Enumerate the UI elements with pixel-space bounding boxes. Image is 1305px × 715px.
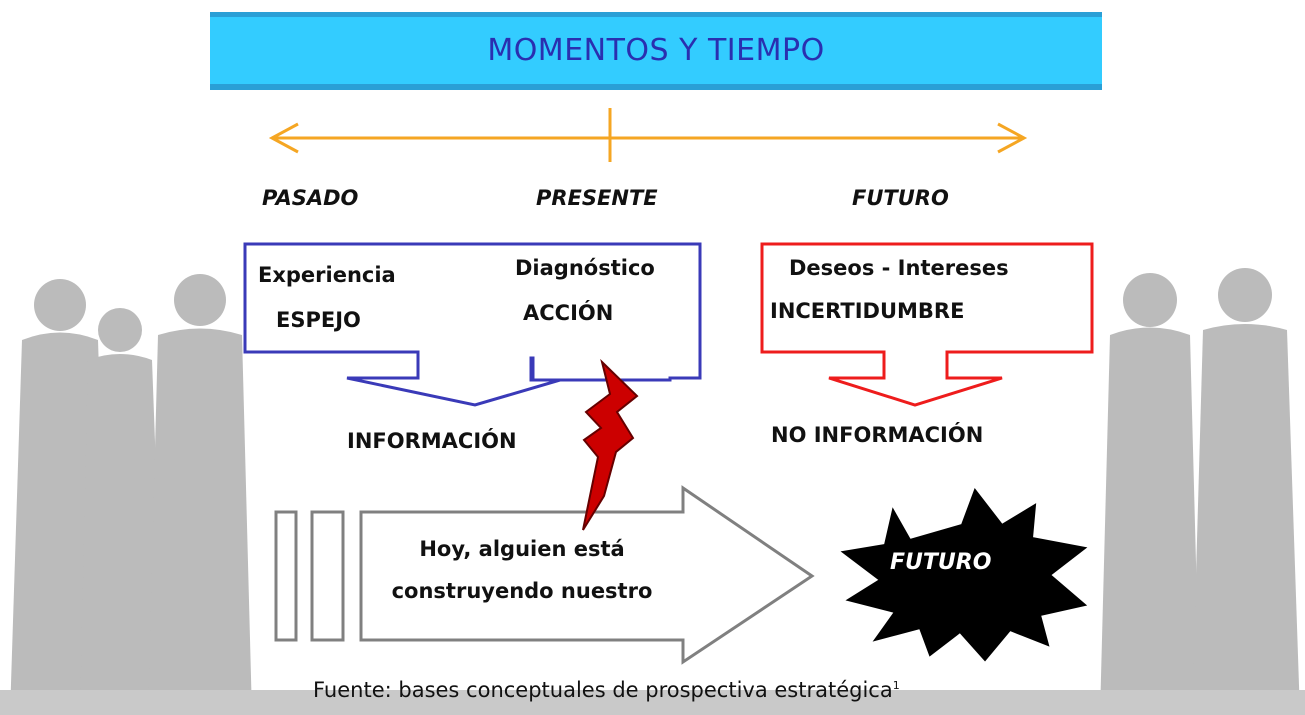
lightning-bolt-icon xyxy=(582,358,639,531)
big-arrow xyxy=(274,485,815,665)
source-footnote: 1 xyxy=(892,679,900,692)
big-arrow-line-2: construyendo nuestro xyxy=(391,579,653,603)
label-present: PRESENTE xyxy=(536,186,658,210)
label-past: PASADO xyxy=(262,186,359,210)
label-uncertainty: INCERTIDUMBRE xyxy=(770,299,965,323)
past-present-box xyxy=(243,242,702,407)
future-box xyxy=(760,242,1094,407)
label-future: FUTURO xyxy=(852,186,949,210)
source-text: Fuente: bases conceptuales de prospectiv… xyxy=(313,678,893,702)
source-caption: Fuente: bases conceptuales de prospectiv… xyxy=(313,678,900,702)
big-arrow-text: Hoy, alguien está construyendo nuestro xyxy=(362,528,682,612)
diagram-title: MOMENTOS Y TIEMPO xyxy=(487,33,825,68)
title-bar: MOMENTOS Y TIEMPO xyxy=(210,12,1102,90)
timeline-arrow xyxy=(268,108,1028,162)
label-action: ACCIÓN xyxy=(523,301,614,325)
label-experience: Experiencia xyxy=(258,263,396,287)
label-information: INFORMACIÓN xyxy=(347,429,517,453)
explosion-star-icon xyxy=(840,487,1088,662)
label-mirror: ESPEJO xyxy=(276,308,361,332)
label-wishes-interests: Deseos - Intereses xyxy=(789,256,1009,280)
label-no-information: NO INFORMACIÓN xyxy=(771,423,984,447)
big-arrow-line-1: Hoy, alguien está xyxy=(419,537,625,561)
star-label: FUTURO xyxy=(890,550,992,575)
label-diagnosis: Diagnóstico xyxy=(515,256,655,280)
